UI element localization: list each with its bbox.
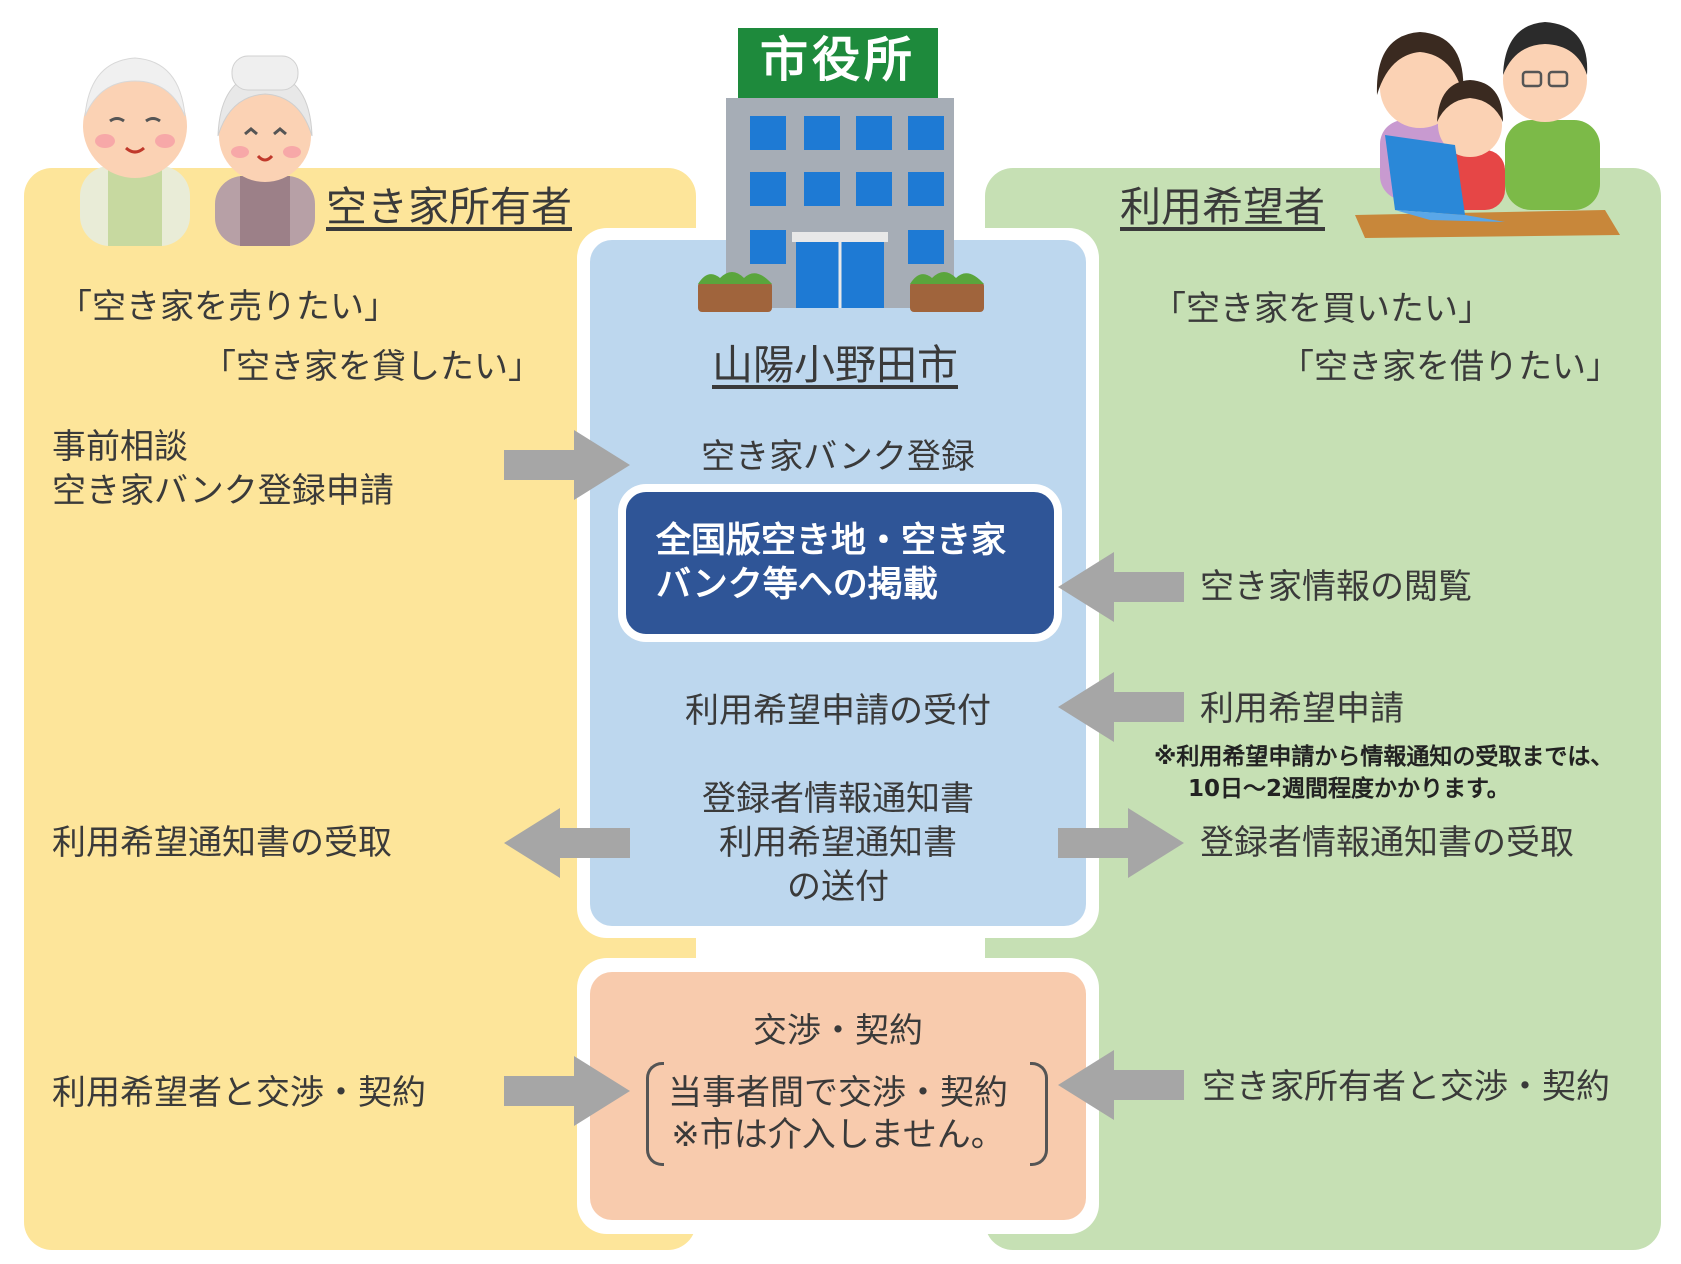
user-step-negotiate: 空き家所有者と交渉・契約 — [1202, 1067, 1610, 1107]
negotiation-line1: 当事者間で交渉・契約 — [668, 1073, 1008, 1113]
city-hall-sign: 市役所 — [759, 32, 916, 88]
city-name: 山陽小野田市 — [712, 341, 958, 389]
negotiation-title: 交渉・契約 — [753, 1011, 923, 1051]
arrow-owner-to-city-register — [504, 430, 630, 500]
owner-wish-lend: 「空き家を貸したい」 — [202, 347, 542, 387]
owner-step-receive-notice: 利用希望通知書の受取 — [52, 823, 392, 863]
city-accept-application: 利用希望申請の受付 — [685, 691, 991, 731]
arrow-owner-to-negotiation — [504, 1056, 630, 1126]
city-send-line2: 利用希望通知書 — [719, 823, 957, 863]
user-note-line2: 10日～2週間程度かかります。 — [1188, 776, 1510, 802]
national-bank-box: 全国版空き地・空き家 バンク等への掲載 — [620, 486, 1060, 640]
user-step-browse: 空き家情報の閲覧 — [1200, 567, 1472, 607]
arrow-user-to-negotiation — [1058, 1050, 1184, 1120]
arrow-city-to-owner-notice — [504, 808, 630, 878]
owner-step-consult-line2: 空き家バンク登録申請 — [52, 471, 394, 511]
national-bank-line2: バンク等への掲載 — [656, 565, 938, 605]
negotiation-bracket-left — [646, 1062, 664, 1166]
owner-heading: 空き家所有者 — [326, 183, 572, 231]
national-bank-line1: 全国版空き地・空き家 — [656, 521, 1007, 561]
owner-wish-sell: 「空き家を売りたい」 — [58, 287, 398, 327]
city-hall-building-illustration — [698, 28, 984, 312]
family-laptop-illustration — [1355, 22, 1620, 238]
arrow-city-to-user-info — [1058, 808, 1184, 878]
arrow-user-browse-to-bank — [1058, 552, 1184, 622]
user-step-apply: 利用希望申請 — [1200, 689, 1404, 729]
user-step-receive-info: 登録者情報通知書の受取 — [1200, 823, 1574, 863]
negotiation-panel — [590, 972, 1086, 1220]
city-send-line1: 登録者情報通知書 — [702, 779, 974, 819]
arrow-user-apply-to-city — [1058, 672, 1184, 742]
owner-step-negotiate: 利用希望者と交渉・契約 — [52, 1073, 426, 1113]
negotiation-line2: ※市は介入しません。 — [671, 1115, 1005, 1155]
user-wish-buy: 「空き家を買いたい」 — [1152, 289, 1492, 329]
city-register: 空き家バンク登録 — [701, 437, 975, 477]
city-send-line3: の送付 — [787, 867, 889, 907]
user-wish-rent: 「空き家を借りたい」 — [1280, 347, 1620, 387]
elderly-couple-illustration — [80, 55, 315, 246]
user-note-line1: ※利用希望申請から情報通知の受取までは、 — [1154, 744, 1614, 770]
owner-step-consult-line1: 事前相談 — [52, 427, 188, 467]
user-heading: 利用希望者 — [1120, 183, 1325, 231]
